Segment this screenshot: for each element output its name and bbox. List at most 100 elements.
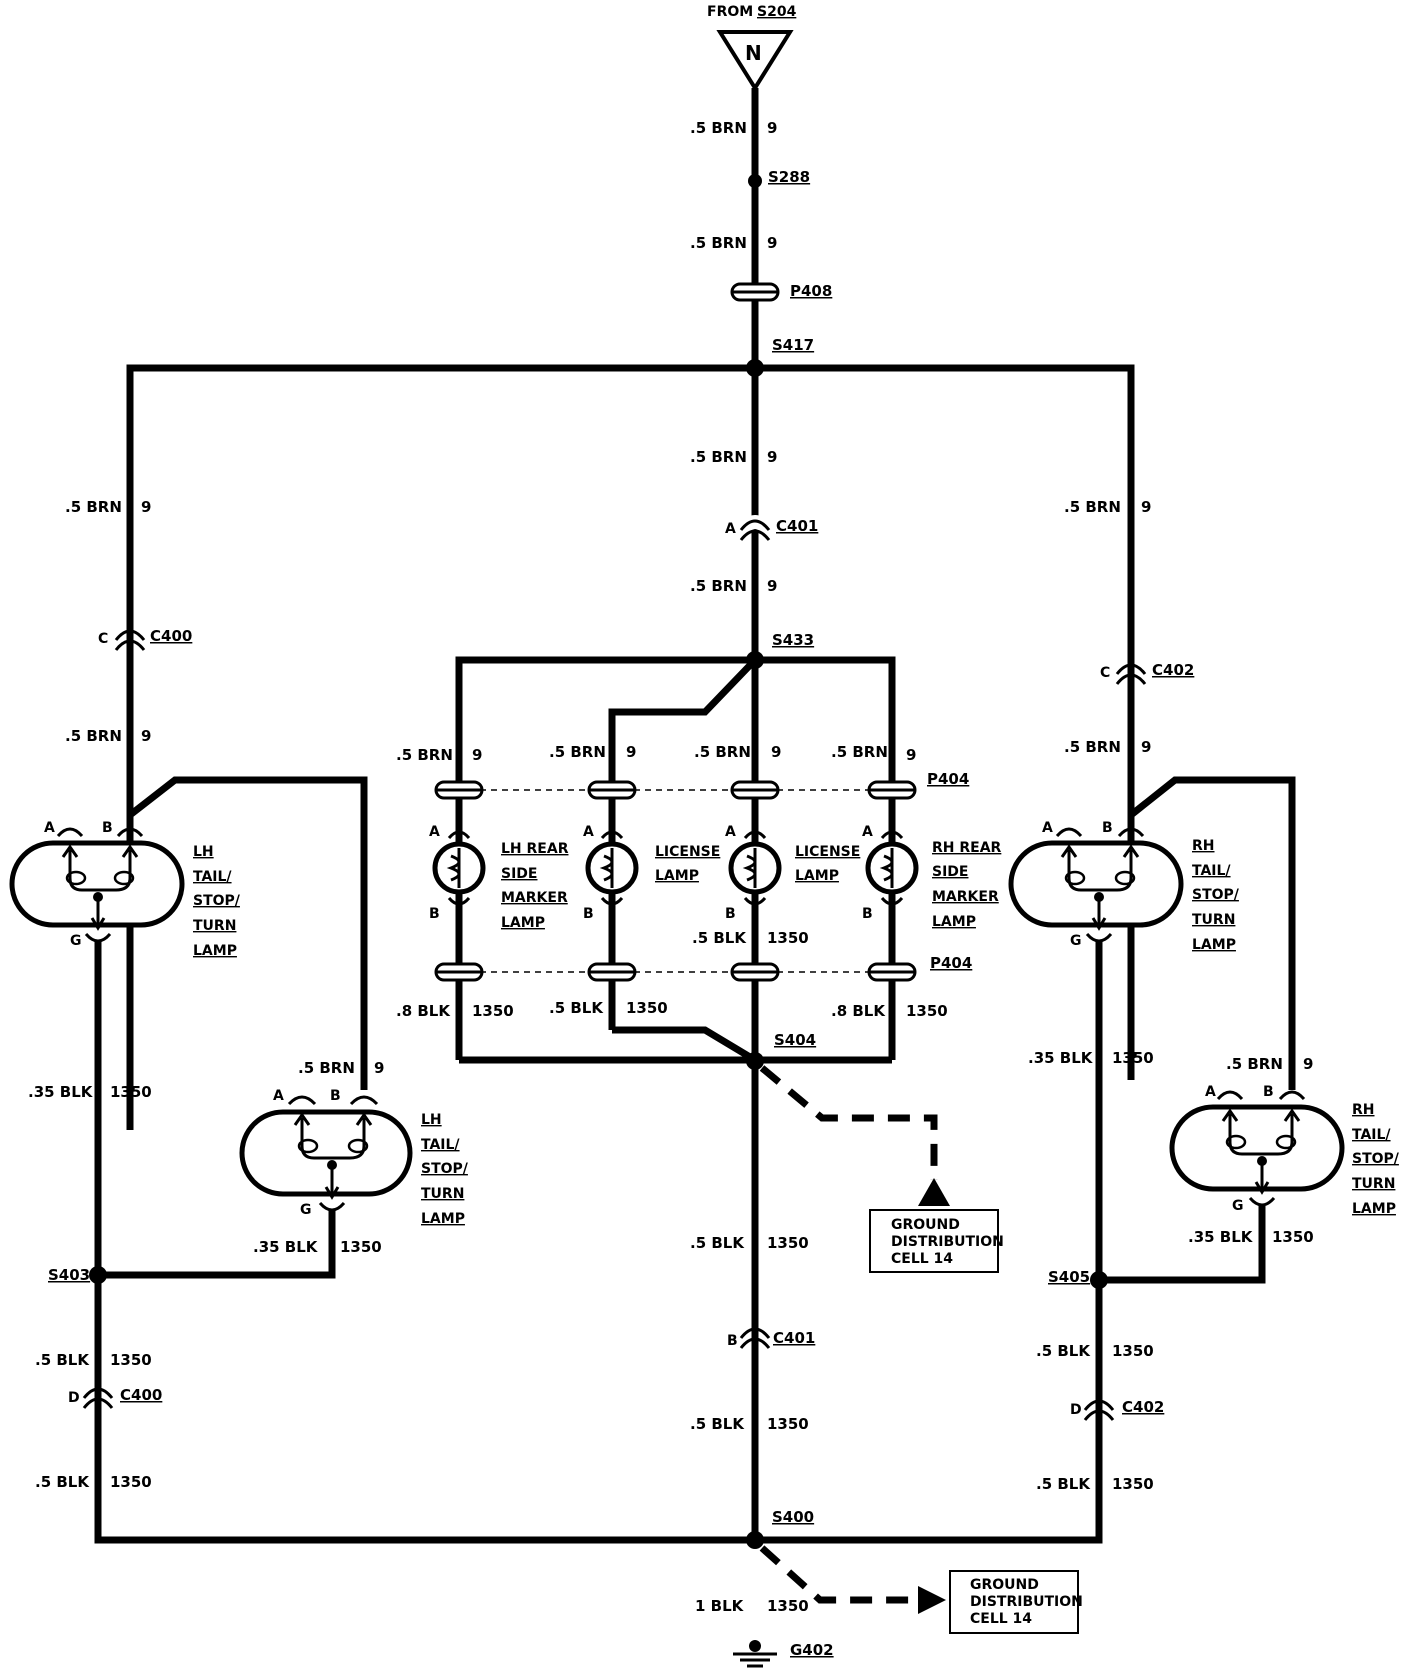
circuit-label: 1350	[110, 1351, 152, 1369]
svg-text:STOP/: STOP/	[421, 1161, 469, 1177]
pin-label: C	[1100, 665, 1110, 681]
wire-label: 1 BLK	[695, 1597, 745, 1615]
connector-label: C402	[1122, 1398, 1164, 1416]
pin-label: G	[70, 933, 82, 949]
lh-rear-side-marker-label: LH REAR SIDE MARKER LAMP	[501, 841, 569, 931]
svg-text:TAIL/: TAIL/	[1352, 1127, 1391, 1143]
connector-p404-lower	[434, 962, 917, 982]
connector-c402-d	[1083, 1399, 1115, 1411]
splice-label: S403	[48, 1266, 90, 1284]
svg-text:LAMP: LAMP	[421, 1211, 465, 1227]
connector-label: P404	[930, 954, 972, 972]
svg-text:STOP/: STOP/	[193, 893, 241, 909]
connector-label: C401	[776, 517, 818, 535]
pin-label: A	[44, 820, 55, 836]
wire-label: .5 BRN	[1064, 498, 1121, 516]
pin-label: A	[1205, 1084, 1216, 1100]
wire-label: .5 BRN	[690, 119, 747, 137]
svg-text:LAMP: LAMP	[193, 943, 237, 959]
wire-label: .5 BRN	[298, 1059, 355, 1077]
pin-label: G	[300, 1202, 312, 1218]
pin-label: C	[98, 631, 108, 647]
rh-rear-side-marker-label: RH REAR SIDE MARKER LAMP	[932, 840, 1002, 930]
circuit-label: 9	[141, 727, 151, 745]
wire-label: .5 BRN	[396, 746, 453, 764]
connector-label: P408	[790, 282, 832, 300]
wire-label: .5 BLK	[690, 1415, 745, 1433]
bottom-ground-bus	[94, 942, 1103, 1544]
lamp-lh-tail-stop-turn-lower	[239, 1095, 413, 1212]
wire-label: .5 BRN	[1226, 1055, 1283, 1073]
svg-text:STOP/: STOP/	[1352, 1151, 1400, 1167]
pin-label: A	[725, 824, 736, 840]
circuit-label: 1350	[340, 1238, 382, 1256]
svg-text:TURN: TURN	[421, 1186, 464, 1202]
wire-label: .35 BLK	[28, 1083, 94, 1101]
wire-label: .8 BLK	[831, 1002, 886, 1020]
svg-text:TAIL/: TAIL/	[1192, 863, 1231, 879]
circuit-label: 1350	[767, 929, 809, 947]
svg-text:SIDE: SIDE	[932, 864, 968, 880]
connector-c402-c-mate	[1115, 673, 1147, 685]
pin-label: B	[727, 1333, 738, 1349]
wire-label: .5 BLK	[692, 929, 747, 947]
connector-label: P404	[927, 770, 969, 788]
connector-p408	[730, 282, 780, 302]
wire-label: .8 BLK	[396, 1002, 451, 1020]
splice-label: S400	[772, 1508, 814, 1526]
pin-label: D	[1070, 1402, 1082, 1418]
circuit-label: 9	[1141, 498, 1151, 516]
svg-text:TAIL/: TAIL/	[421, 1137, 460, 1153]
splice-s403	[89, 1266, 107, 1284]
top-bus-wire	[126, 364, 1135, 1130]
wire-label: .5 BRN	[694, 743, 751, 761]
license-lamp-right-label: LICENSE LAMP	[795, 844, 860, 884]
pin-label: G	[1232, 1198, 1244, 1214]
connector-label: C401	[773, 1329, 815, 1347]
source-triangle	[716, 30, 794, 92]
pin-label: A	[725, 521, 736, 537]
svg-text:TURN: TURN	[1192, 912, 1235, 928]
svg-text:RH: RH	[1352, 1102, 1375, 1118]
circuit-label: 9	[767, 119, 777, 137]
splice-s288	[748, 174, 762, 188]
circuit-label: 9	[1141, 738, 1151, 756]
connector-c401-a	[739, 519, 771, 531]
s433-branch-wire	[455, 656, 896, 783]
connector-p404-upper	[434, 780, 917, 800]
svg-text:LH: LH	[193, 844, 214, 860]
circuit-label: 9	[626, 743, 636, 761]
lamp-rh-tail-stop-turn-upper	[1008, 827, 1184, 943]
pin-label: B	[330, 1088, 341, 1104]
pin-label: B	[583, 906, 594, 922]
svg-text:TURN: TURN	[1352, 1176, 1395, 1192]
s433-license-branch	[608, 657, 758, 783]
circuit-label: 1350	[110, 1473, 152, 1491]
ground-label: G402	[790, 1641, 834, 1659]
splice-label: S405	[1048, 1268, 1090, 1286]
lh-tail-lamp-upper-label: LH TAIL/ STOP/ TURN LAMP	[193, 844, 241, 959]
circuit-label: 9	[906, 746, 916, 764]
svg-text:MARKER: MARKER	[932, 889, 999, 905]
circuit-label: 9	[472, 746, 482, 764]
connector-c401-a-mate	[739, 529, 771, 541]
svg-text:LAMP: LAMP	[501, 915, 545, 931]
svg-text:LAMP: LAMP	[1192, 937, 1236, 953]
pin-label: B	[725, 906, 736, 922]
circuit-label: 1350	[626, 999, 668, 1017]
ground-distribution-box	[869, 1209, 999, 1273]
pin-label: B	[1102, 820, 1113, 836]
svg-text:LAMP: LAMP	[1352, 1201, 1396, 1217]
svg-text:LAMP: LAMP	[932, 914, 976, 930]
splice-label: S404	[774, 1031, 816, 1049]
connector-c402-c	[1115, 663, 1147, 675]
circuit-label: 9	[767, 448, 777, 466]
circuit-label: 1350	[472, 1002, 514, 1020]
svg-text:LH REAR: LH REAR	[501, 841, 569, 857]
rh-tail-lamp-upper-label: RH TAIL/ STOP/ TURN LAMP	[1192, 838, 1240, 953]
s404-license-return	[612, 1026, 757, 1064]
circuit-label: 1350	[906, 1002, 948, 1020]
splice-s400	[746, 1531, 764, 1549]
svg-text:RH REAR: RH REAR	[932, 840, 1002, 856]
